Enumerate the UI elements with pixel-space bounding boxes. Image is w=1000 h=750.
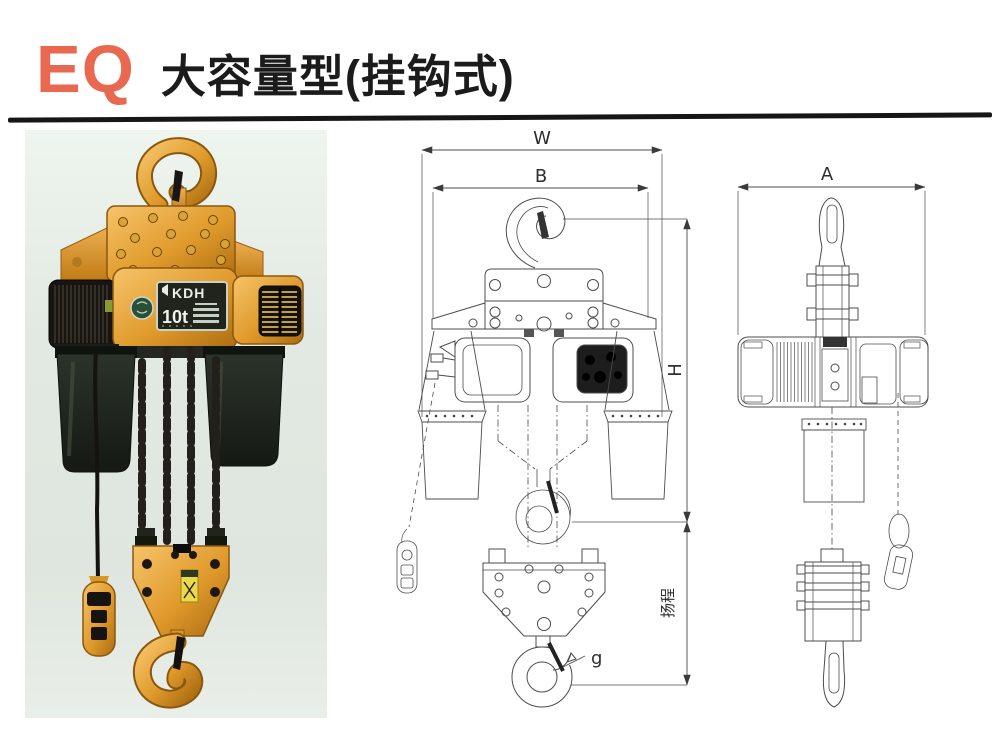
motor <box>48 279 118 349</box>
front-view-drawing: W B H 扬程 g <box>396 128 691 708</box>
fan-housing <box>232 275 304 345</box>
hook-latch <box>172 170 183 202</box>
hoist-photo-illustration: KDH 10t <box>25 130 327 718</box>
page-header: EQ 大容量型(挂钩式) <box>36 32 515 107</box>
top-hook-outline <box>505 197 566 269</box>
hook-latch <box>173 636 185 670</box>
chain-bucket-side <box>801 418 867 503</box>
dim-label-A: A <box>821 164 834 185</box>
chain-centerlines <box>497 405 588 549</box>
hoist-body-side <box>737 336 929 408</box>
suspension-bracket-outline <box>431 268 657 337</box>
pendant-side <box>883 393 914 590</box>
bottom-hook-side <box>822 640 846 708</box>
pendant-cable <box>93 347 100 581</box>
top-hook <box>136 137 218 214</box>
hoist-center-body: KDH 10t <box>112 267 238 351</box>
header-rule <box>7 112 993 123</box>
dim-label-g: g <box>591 648 602 669</box>
series-code: EQ <box>36 32 135 107</box>
bottom-block-side <box>796 548 870 642</box>
load-chains <box>138 346 220 550</box>
brand-badge <box>130 296 154 320</box>
dim-label-W: W <box>533 128 551 149</box>
warning-label <box>180 569 199 603</box>
side-view-drawing: A <box>737 164 929 708</box>
bottom-hook <box>132 629 204 709</box>
brand-text: KDH <box>172 285 205 301</box>
pendant-phantom <box>396 382 436 594</box>
dim-label-B: B <box>535 166 547 187</box>
pendant-button <box>91 610 107 623</box>
pendant-control <box>82 576 116 657</box>
chain-buckets-outline <box>417 330 673 500</box>
page-title: 大容量型(挂钩式) <box>160 50 515 102</box>
hoist-bodies-outline <box>425 337 634 403</box>
bottom-hook-outline <box>511 635 586 708</box>
dim-label-H: H <box>665 363 686 377</box>
pendant-button <box>91 627 107 640</box>
product-photo: KDH 10t <box>25 130 327 718</box>
dimension-B <box>432 184 649 318</box>
bottom-hook-block <box>132 528 230 637</box>
capacity-label: KDH 10t <box>156 281 228 331</box>
dim-label-lift: 扬程 <box>659 588 677 618</box>
capacity-text: 10t <box>162 307 188 327</box>
raised-hook-phantom <box>515 469 571 545</box>
dimension-H <box>563 218 691 686</box>
dimension-A <box>737 183 926 335</box>
top-hook-side <box>818 197 846 267</box>
bottom-block-outline <box>482 548 606 637</box>
suspension-clevis <box>806 265 859 338</box>
